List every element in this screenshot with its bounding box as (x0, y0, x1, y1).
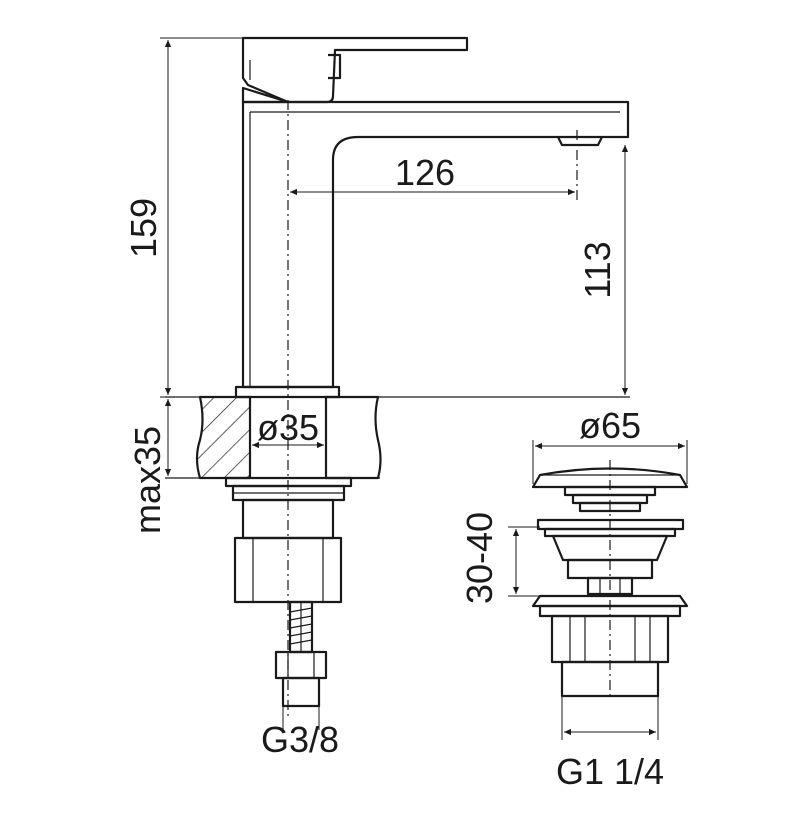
faucet-column-spout (241, 100, 630, 389)
dim-waste-diameter-label: ø65 (579, 405, 641, 446)
dim-deck-thickness-label: max35 (127, 426, 168, 534)
countertop-section (165, 395, 630, 480)
dim-waste-range-label: 30-40 (459, 512, 500, 604)
dim-total-height (160, 37, 243, 398)
hose-nut (274, 650, 328, 680)
cartridge-cap (241, 86, 290, 104)
handle-knob (328, 53, 342, 80)
countertop-right (324, 395, 382, 480)
faucet-body (234, 36, 630, 399)
dim-waste-diameter (532, 440, 688, 484)
waste-thread-label: G1 1/4 (556, 751, 664, 792)
countertop-left-fill (197, 397, 250, 478)
dim-waste-range (508, 526, 540, 597)
supply-thread-label: G3/8 (261, 719, 339, 760)
dim-spout-height-label: 113 (577, 241, 618, 298)
hose-connector (281, 676, 321, 708)
dim-spout-reach-label: 126 (395, 152, 455, 193)
dim-total-height-label: 159 (123, 198, 164, 258)
dim-hole-diameter-label: ø35 (257, 407, 319, 448)
mounting-hardware (224, 476, 353, 708)
aerator (557, 136, 603, 147)
handle-lever (241, 36, 469, 104)
dim-waste-thread (561, 696, 659, 740)
flex-hose (288, 600, 314, 654)
waste-nut (550, 614, 670, 664)
